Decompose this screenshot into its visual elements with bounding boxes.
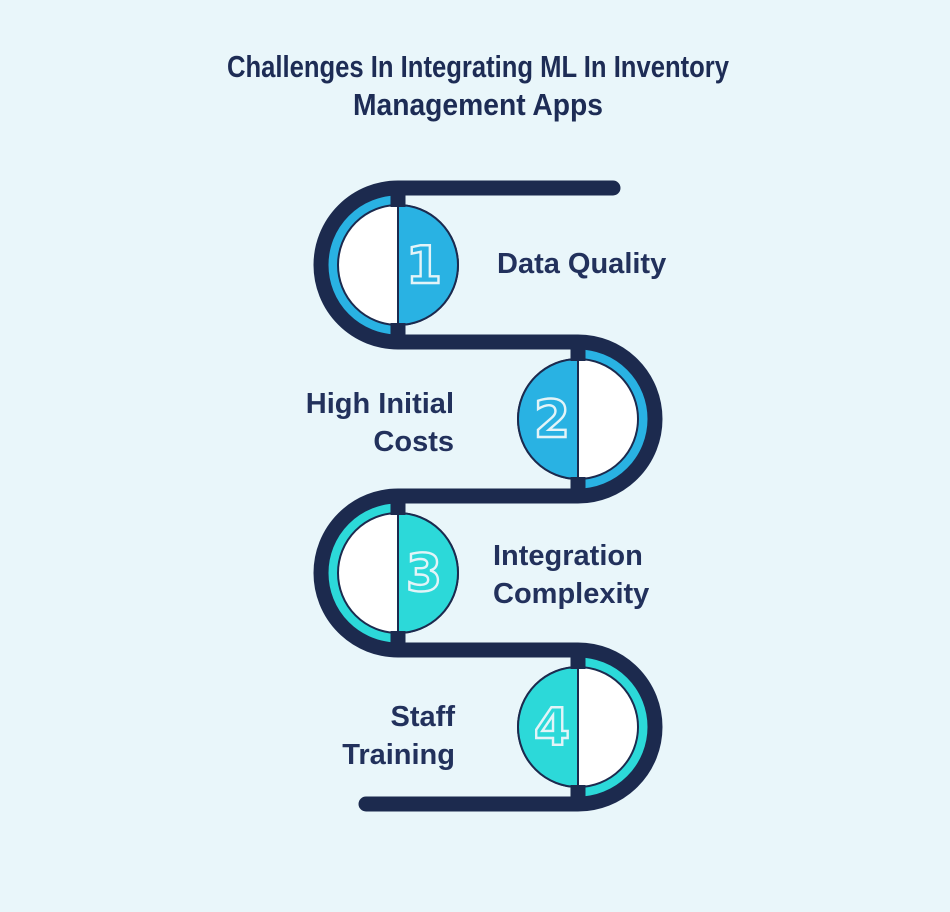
step-4-label: Staff Training xyxy=(342,701,455,771)
step-4-number: 4 xyxy=(534,698,570,758)
step-3-colored-half xyxy=(397,512,459,634)
serpentine-path xyxy=(313,180,663,812)
step-4-label-line-1: Staff xyxy=(391,701,456,733)
step-3-label-line-2: Complexity xyxy=(493,578,649,610)
step-4-colored-half xyxy=(517,666,579,788)
title: Challenges In Integrating ML In Inventor… xyxy=(227,49,730,122)
step-2-colored-half xyxy=(517,358,579,480)
step-3-label-line-1: Integration xyxy=(493,540,643,572)
step-1-node xyxy=(337,204,459,326)
step-2-ring-band xyxy=(577,347,650,491)
step-1-label: Data Quality xyxy=(497,248,666,280)
step-1-label-line-1: Data Quality xyxy=(497,248,666,280)
step-3-number: 3 xyxy=(406,544,442,604)
step-4-ring-band xyxy=(577,655,650,799)
step-2-number: 2 xyxy=(534,390,570,450)
step-1-number: 1 xyxy=(406,236,442,296)
title-line-2: Management Apps xyxy=(353,87,603,122)
step-2-label-line-2: Costs xyxy=(373,426,454,458)
step-2-label: High Initial Costs xyxy=(306,388,454,458)
step-1-colored-half xyxy=(397,204,459,326)
step-3-label: Integration Complexity xyxy=(493,540,649,610)
step-2-label-line-1: High Initial xyxy=(306,388,454,420)
step-4-label-line-2: Training xyxy=(342,739,455,771)
connector-stubs xyxy=(390,188,586,804)
title-line-1: Challenges In Integrating ML In Inventor… xyxy=(227,49,730,84)
step-3-node xyxy=(337,512,459,634)
step-1-ring-band xyxy=(326,193,399,337)
step-3-ring-band xyxy=(326,501,399,645)
